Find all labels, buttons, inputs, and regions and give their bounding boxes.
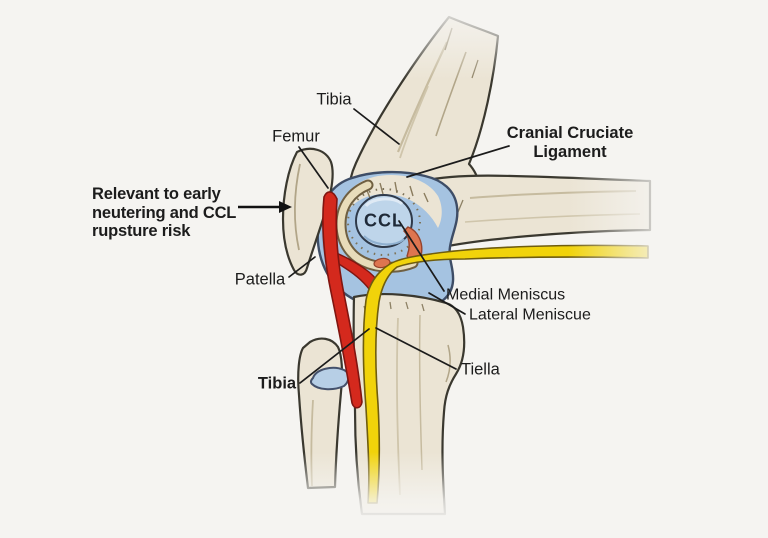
artery xyxy=(322,191,382,409)
leader-line-femur xyxy=(298,146,329,189)
label-femur: Femur xyxy=(272,127,320,146)
label-cranial-cruciate-line: Ligament xyxy=(533,143,607,161)
annotation-note-line: Relevant to early xyxy=(92,185,221,203)
annotation-note-line: neutering and CCL xyxy=(92,203,237,222)
leader-line-medial-meniscus xyxy=(398,220,445,292)
label-tibia-bottom: Tibia xyxy=(257,374,297,393)
annotation-note-line: rupsture risk xyxy=(92,222,191,240)
label-patella: Patella xyxy=(234,270,286,289)
ccl-circle xyxy=(347,188,421,256)
annotation-note: Relevant to early neutering and CCL rups… xyxy=(92,185,236,241)
label-tibia-top: Tibia xyxy=(316,90,352,109)
fade-top xyxy=(392,0,514,80)
label-ccl-abbrev: CCL xyxy=(364,210,404,231)
leader-line-patella xyxy=(288,256,316,278)
leader-line-cranial-cruciate xyxy=(406,145,510,178)
patella-bone xyxy=(281,147,334,276)
pointer-arrow-icon xyxy=(238,201,292,213)
label-cranial-cruciate-line: Cranial Cruciate xyxy=(506,124,634,142)
label-lateral-meniscus: Lateral Meniscue xyxy=(469,306,591,324)
label-medial-meniscus: Medial Meniscus xyxy=(446,286,566,304)
label-tiella: Tiella xyxy=(461,360,500,379)
leader-line-lateral-meniscus xyxy=(428,292,466,315)
label-cranial-cruciate-ligament: Cranial Cruciate Ligament xyxy=(507,124,634,162)
cartilage-patch xyxy=(309,366,350,391)
fade-right xyxy=(568,138,693,288)
fade-bottom xyxy=(268,452,568,538)
leader-line-tiella xyxy=(375,327,457,370)
leader-line-tibia-bottom xyxy=(299,328,370,384)
leader-line-tibia-top xyxy=(353,108,400,145)
